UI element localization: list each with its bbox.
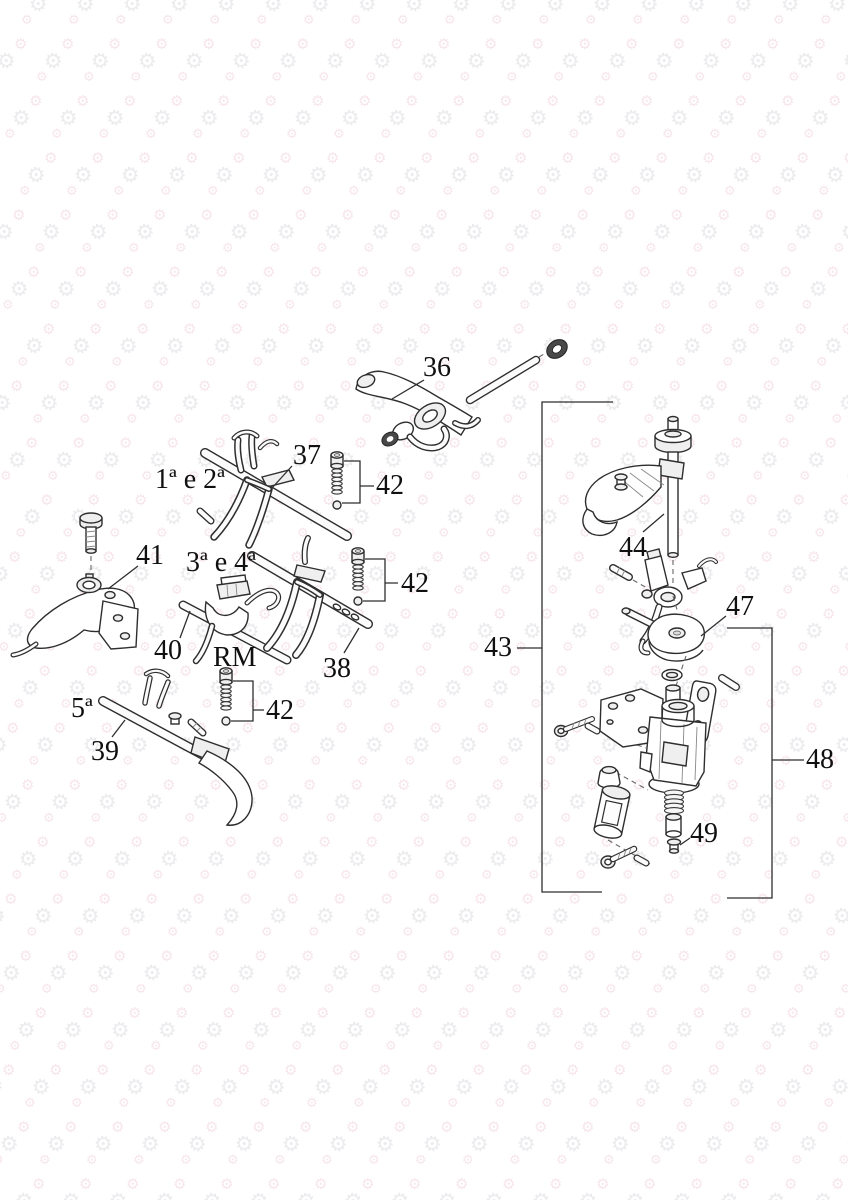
detent-spring-assembly-42a <box>330 451 344 510</box>
selector-finger-assembly <box>609 548 718 656</box>
clevis-cylinder <box>593 785 631 839</box>
gear-label-3rd-4th: 3ª e 4ª <box>186 547 256 578</box>
gear-label-5th: 5ª <box>71 693 93 724</box>
part-41-lever <box>10 512 139 658</box>
gear-label-1st-2nd: 1ª e 2ª <box>155 464 225 495</box>
plug-49 <box>666 838 682 854</box>
callout-42c: 42 <box>266 695 294 726</box>
callout-48: 48 <box>806 744 834 775</box>
callout-43: 43 <box>484 632 512 663</box>
part-39-fork-5th <box>98 668 253 826</box>
callout-41: 41 <box>136 540 164 571</box>
gear-label-reverse: RM <box>213 642 257 673</box>
part-37-fork-1st-2nd <box>196 429 352 549</box>
callout-44: 44 <box>619 532 647 563</box>
detent-spring-assembly-42b <box>351 547 365 606</box>
part-38-fork-3rd-4th <box>247 535 373 659</box>
part-47-cam-plate <box>647 595 706 662</box>
callout-38: 38 <box>323 653 351 684</box>
callout-47: 47 <box>726 591 754 622</box>
callout-37: 37 <box>293 440 321 471</box>
part-44-selector-shaft <box>582 415 692 600</box>
housing-assembly-48 <box>553 655 740 869</box>
callout-40: 40 <box>154 635 182 666</box>
callout-36: 36 <box>423 352 451 383</box>
detent-spring-assembly-42c <box>219 667 233 726</box>
callout-leader-lines <box>107 379 804 899</box>
callout-42a: 42 <box>376 470 404 501</box>
callout-42b: 42 <box>401 568 429 599</box>
part-36-shift-fork <box>355 339 568 452</box>
callout-49: 49 <box>690 818 718 849</box>
callout-39: 39 <box>91 736 119 767</box>
